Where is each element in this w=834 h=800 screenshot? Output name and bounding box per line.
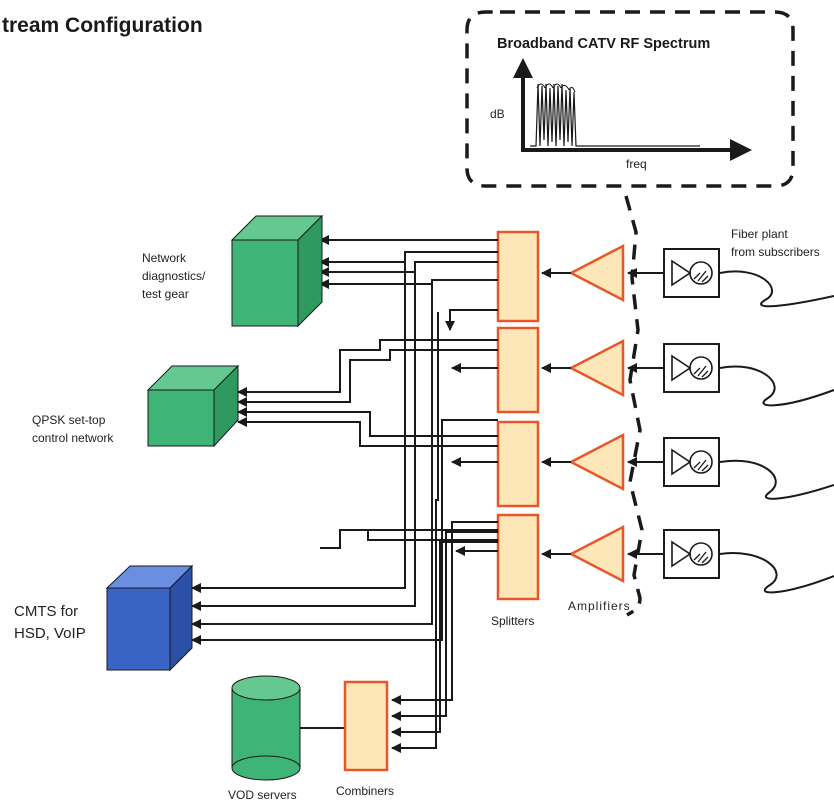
fiber-plant-label: Fiber plant from subscribers xyxy=(731,227,820,259)
spectrum-xlabel: freq xyxy=(626,157,647,171)
page-title: tream Configuration xyxy=(2,14,203,37)
combiner xyxy=(343,680,389,772)
optical-receiver xyxy=(663,437,720,487)
amplifiers-label: Amplifiers xyxy=(568,599,631,613)
qpsk-box xyxy=(146,364,240,448)
splitters xyxy=(496,230,540,601)
amp-to-splitter-arrows xyxy=(541,268,571,559)
network-diag-line2: diagnostics/ xyxy=(142,269,206,283)
spectrum-y-arrow xyxy=(513,58,533,78)
amplifier xyxy=(568,432,625,492)
fiber-line xyxy=(719,459,834,500)
spectrum-ylabel: dB xyxy=(490,107,505,121)
cmts-label: CMTS for HSD, VoIP xyxy=(14,603,86,642)
network-diagnostics-box xyxy=(230,214,324,328)
splitter xyxy=(496,326,540,414)
wires-to-cmts xyxy=(191,419,498,645)
optical-receiver xyxy=(663,248,720,298)
optical-receiver xyxy=(663,343,720,393)
fiber-line xyxy=(719,365,834,407)
amplifier xyxy=(568,243,625,303)
amplifier xyxy=(568,524,625,584)
fiber-plant-line1: Fiber plant xyxy=(731,227,788,241)
wires-to-combiners xyxy=(391,312,498,753)
bus-verticals xyxy=(320,262,498,600)
splitter xyxy=(496,230,540,323)
network-diag-line3: test gear xyxy=(142,287,189,301)
fiber-plant-line2: from subscribers xyxy=(731,245,820,259)
optical-receivers xyxy=(663,248,720,579)
cmts-line1: CMTS for xyxy=(14,603,78,620)
qpsk-line1: QPSK set-top xyxy=(32,413,106,427)
receiver-to-amp-arrows xyxy=(627,268,664,559)
qpsk-line2: control network xyxy=(32,431,114,445)
fiber-line xyxy=(719,552,834,594)
wires-to-network-diagnostics xyxy=(319,235,498,289)
spectrum-title: Broadband CATV RF Spectrum xyxy=(497,36,710,52)
fiber-line xyxy=(719,270,834,308)
qpsk-label: QPSK set-top control network xyxy=(32,413,114,445)
network-diag-line1: Network xyxy=(142,251,187,265)
wires-to-qpsk xyxy=(237,339,498,447)
splitter xyxy=(496,420,540,508)
spectrum-tap-dashed-line xyxy=(624,195,644,617)
vod-servers-cylinder xyxy=(231,675,301,781)
spectrum-inset: Broadband CATV RF Spectrum dB freq xyxy=(465,10,795,188)
combiners-label: Combiners xyxy=(336,784,394,798)
vod-servers-label: VOD servers xyxy=(228,788,297,800)
splitter xyxy=(496,513,540,601)
cmts-box xyxy=(105,564,194,672)
spectrum-x-arrow xyxy=(730,139,752,161)
splitter-test-outputs xyxy=(445,309,498,556)
amplifier xyxy=(568,338,625,398)
network-diagnostics-label: Network diagnostics/ test gear xyxy=(142,251,209,301)
amplifiers xyxy=(568,243,625,584)
cmts-line2: HSD, VoIP xyxy=(14,625,86,642)
optical-receiver xyxy=(663,529,720,579)
spectrum-channel-tops xyxy=(536,83,576,93)
splitters-label: Splitters xyxy=(491,614,534,628)
spectrum-trace xyxy=(530,83,700,147)
fiber-lines xyxy=(719,270,834,594)
